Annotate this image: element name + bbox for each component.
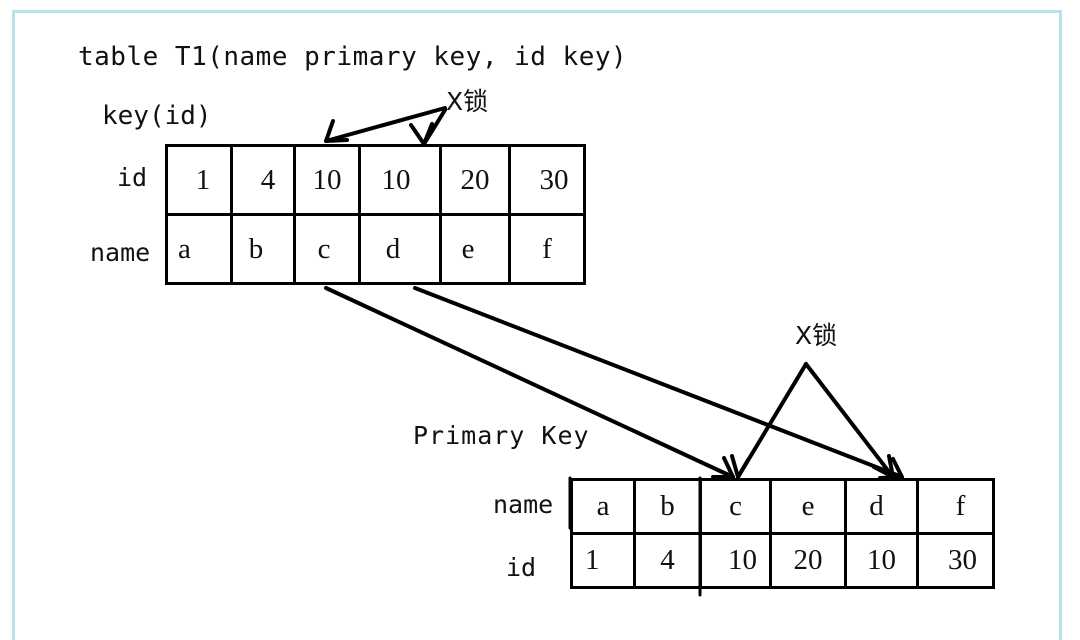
primary-id-cell: 30 <box>916 532 995 589</box>
secondary-index-label: key(id) <box>102 101 212 131</box>
primary-index-label: Primary Key <box>413 421 590 450</box>
primary-id-cell: 10 <box>844 532 919 589</box>
primary-id-cell: 20 <box>769 532 847 589</box>
primary-id-cell: 1 <box>570 532 636 589</box>
primary-name-cell: c <box>699 478 772 535</box>
x-lock-label-primary: X锁 <box>795 321 838 350</box>
lookup-arrow-c-head <box>711 456 735 479</box>
x-lock-arrow-to-id-10-first <box>324 106 447 143</box>
primary-name-cell: d <box>844 478 919 535</box>
secondary-index-table: 1 4 10 10 20 30 a b c d e f <box>165 144 586 285</box>
secondary-id-cell: 1 <box>165 144 233 216</box>
primary-id-cell: 10 <box>699 532 772 589</box>
arrow-overlay <box>324 106 904 597</box>
secondary-id-cell: 10 <box>293 144 361 216</box>
secondary-name-cell: a <box>165 213 233 285</box>
lookup-arrow-c <box>324 286 735 479</box>
x-lock-arrow-head-2 <box>409 122 434 146</box>
primary-name-cell: e <box>769 478 847 535</box>
primary-index-name-row: a b c e d f <box>570 478 995 535</box>
primary-index-id-row: 1 4 10 20 10 30 <box>570 532 995 589</box>
primary-row-label-id: id <box>506 553 537 582</box>
x-lock-arrow-head-1 <box>324 119 349 143</box>
primary-index-table: a b c e d f 1 4 10 20 10 30 <box>570 478 995 589</box>
x-lock-label-secondary: X锁 <box>446 87 489 116</box>
primary-name-cell: b <box>633 478 702 535</box>
secondary-name-cell: e <box>439 213 511 285</box>
secondary-id-cell: 20 <box>439 144 511 216</box>
secondary-name-cell: c <box>293 213 361 285</box>
lookup-arrow-d <box>413 286 904 479</box>
secondary-name-cell: b <box>230 213 296 285</box>
diagram-frame <box>12 10 1062 640</box>
x-lock-arrow-to-d <box>804 362 895 479</box>
primary-name-cell: a <box>570 478 636 535</box>
secondary-index-id-row: 1 4 10 10 20 30 <box>165 144 586 216</box>
secondary-name-cell: f <box>508 213 586 285</box>
x-lock-arrow-to-c <box>736 362 808 479</box>
primary-name-cell: f <box>916 478 995 535</box>
secondary-row-label-id: id <box>117 163 148 192</box>
primary-row-label-name: name <box>493 490 554 519</box>
secondary-id-cell: 10 <box>358 144 442 216</box>
secondary-row-label-name: name <box>90 238 151 267</box>
x-lock-arrow-to-c-head <box>730 454 750 479</box>
x-lock-arrow-to-d-head <box>872 454 895 479</box>
secondary-id-cell: 30 <box>508 144 586 216</box>
secondary-name-cell: d <box>358 213 442 285</box>
secondary-id-cell: 4 <box>230 144 296 216</box>
secondary-index-name-row: a b c d e f <box>165 213 586 285</box>
table-definition-title: table T1(name primary key, id key) <box>78 42 628 72</box>
